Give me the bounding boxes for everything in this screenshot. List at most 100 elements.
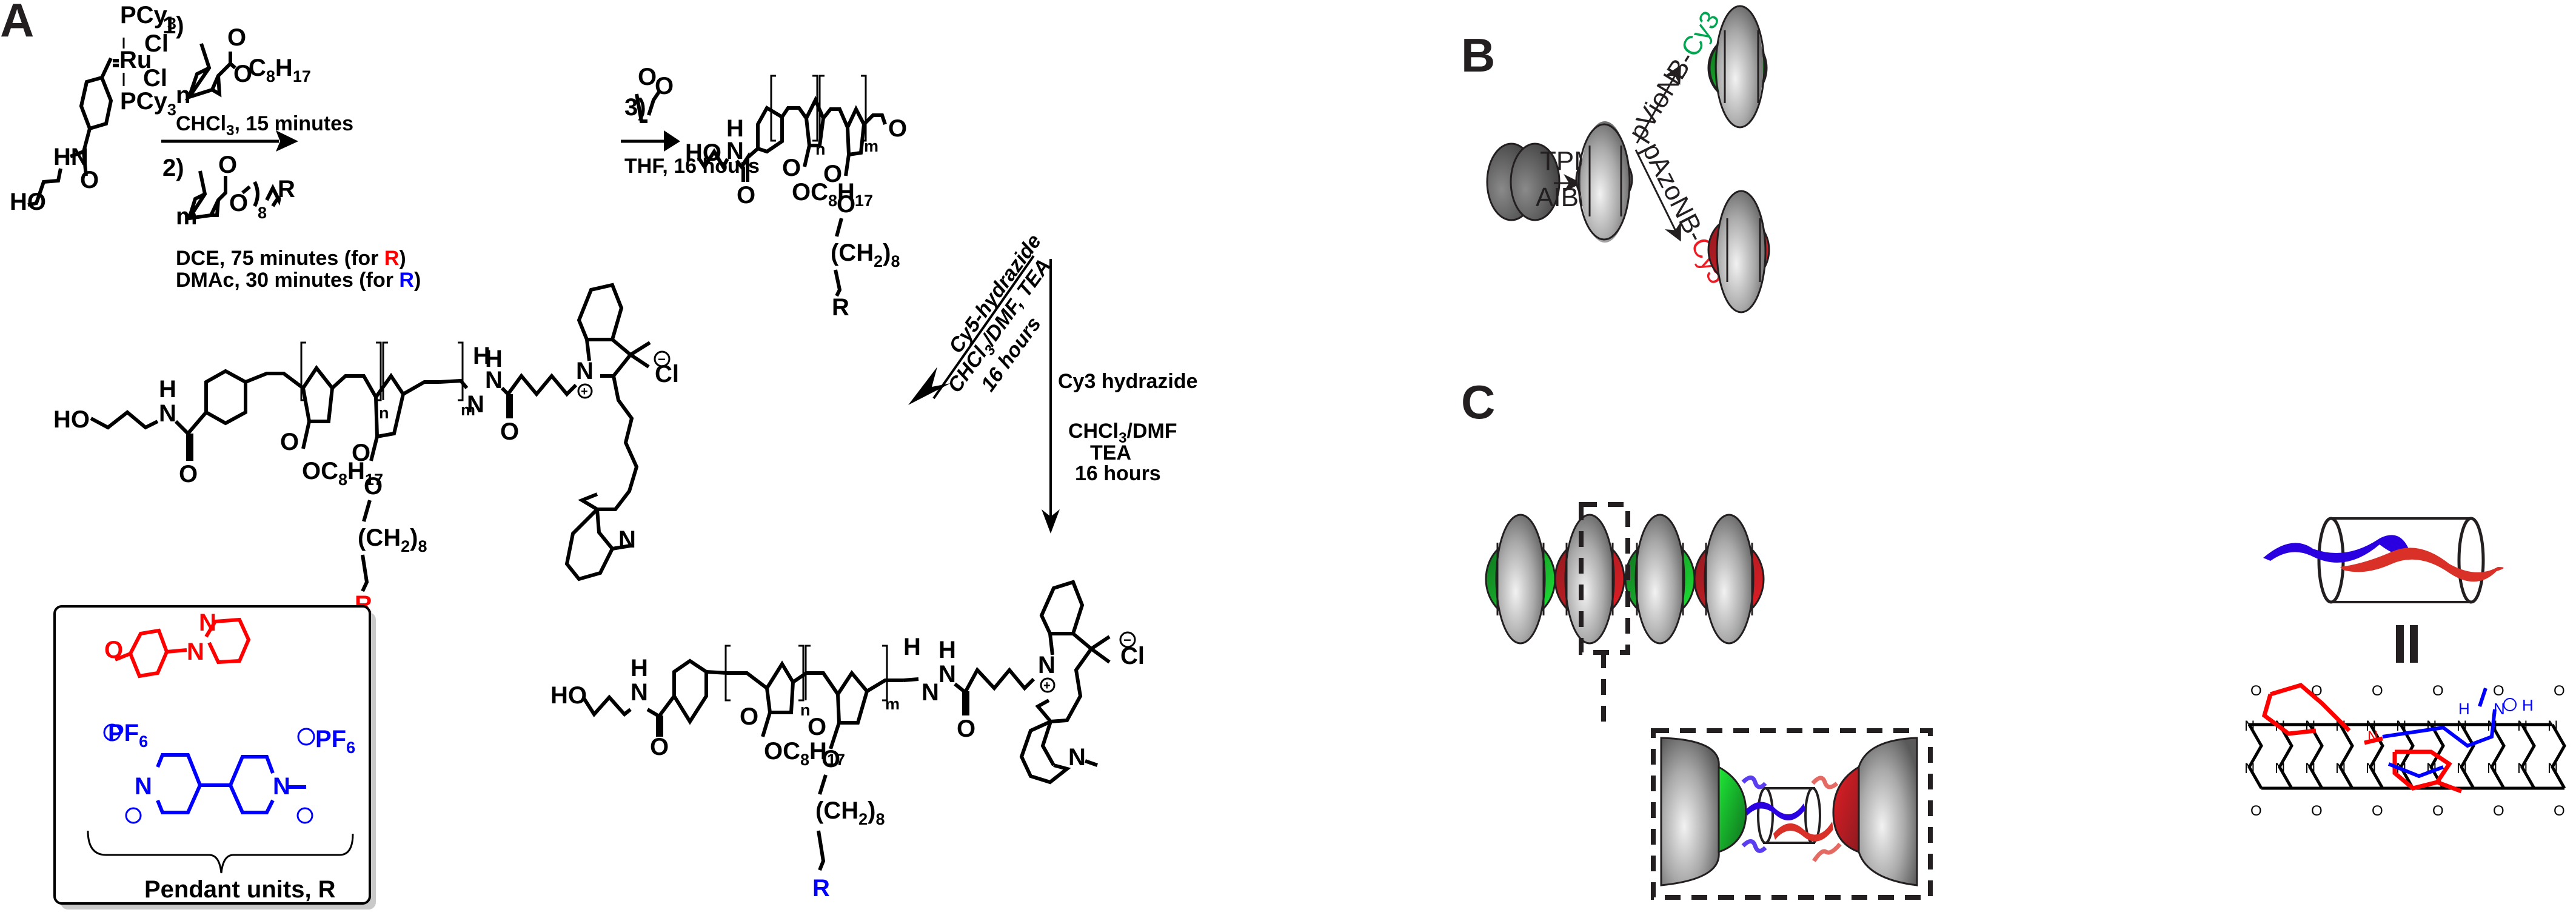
azobenzene-bonds: [114, 617, 251, 678]
ch2-8: (CH2)8: [358, 524, 427, 555]
cb8-atom-o: O: [2554, 803, 2565, 819]
minus-charge-icon: [103, 723, 121, 742]
amide-o: O: [80, 167, 99, 193]
cy5-n-methyl: N: [618, 526, 636, 553]
bond: [362, 500, 372, 522]
bond: [835, 218, 843, 237]
ch2-8: (CH2)8: [831, 240, 900, 270]
cb8-atom-n: N: [2275, 760, 2285, 777]
minus-sign: −: [1123, 632, 1131, 648]
step2-ester-o: O: [229, 190, 248, 216]
norbornene-2: [185, 170, 227, 221]
red-patch: [1832, 765, 1860, 854]
propyl: [90, 410, 159, 430]
ester-o-1: O: [740, 703, 758, 730]
red-tether: [1812, 842, 1842, 862]
viologen-atom-label: N: [2494, 700, 2505, 718]
step2-number: 2): [162, 155, 184, 181]
indolium-n: N: [576, 358, 594, 384]
cb8-atom-n: N: [2457, 718, 2467, 734]
ester-o-2: O: [808, 714, 826, 740]
pf6-left: PF6: [108, 720, 148, 751]
bond: [818, 774, 828, 795]
m-repeat: m: [176, 203, 198, 230]
chain-particle-green: [1485, 514, 1556, 645]
viologen-atom-label: H: [2522, 696, 2534, 714]
hn-label: HN: [53, 144, 89, 170]
propyl-chain: [27, 168, 62, 207]
cy3-solvent: CHCl3/DMF: [1068, 420, 1177, 446]
oc8h17: OC8H17: [764, 738, 845, 769]
pendant-units-box: O N N PF6 PF6 N N Pendant units, R: [53, 605, 376, 910]
indolium-n: N: [1038, 652, 1055, 678]
azobenzene-guest-overlay: [2261, 683, 2463, 794]
seed-dimer: [1486, 142, 1561, 221]
oc8h17: OC8H17: [792, 179, 873, 210]
blue-tether: [1741, 839, 1767, 853]
reaction-arrow-1: [161, 130, 298, 152]
product-r: R: [832, 294, 849, 321]
cy3-amide-o: O: [650, 734, 669, 760]
ring-opened-backbone: [706, 660, 903, 749]
alkyl-chain: [241, 181, 281, 207]
cy3-h: H: [631, 655, 648, 682]
red-guest-ribbon: [2340, 548, 2504, 582]
patchy-particle-red: [1707, 190, 1770, 313]
bond: [1085, 759, 1098, 767]
amide-link: [69, 81, 92, 176]
hydrazide-n: N: [938, 661, 956, 688]
step2-carbonyl-o: O: [218, 152, 237, 178]
ester-o-1: O: [280, 429, 299, 455]
particle-chain: [1485, 514, 1765, 645]
chain-o: O: [364, 473, 383, 500]
chain-subscript: 8: [258, 204, 267, 222]
cb8-atom-n: N: [2457, 760, 2467, 777]
ch2-8: (CH2)8: [815, 797, 885, 828]
particle-body: [1634, 514, 1685, 645]
cy5-polymer-product: HO H N O n m O OC8H17 O O (CH2)8 R H N H…: [53, 283, 679, 618]
benzamide: [646, 658, 708, 737]
pf6-right: PF6: [315, 726, 355, 757]
azo-n-2: N: [199, 609, 216, 636]
minus-charge-icon: [297, 728, 315, 746]
amide-o: O: [500, 418, 519, 445]
benzamide: [174, 369, 247, 461]
panel-label-b: B: [1461, 28, 1495, 82]
propyl: [697, 148, 729, 171]
viologen-n-2: N: [273, 773, 290, 800]
cy5-subscript-n: n: [379, 404, 389, 422]
step2-monomer: 2) O O 8 R m DCE, 75 minutes (for R) DMA…: [162, 152, 421, 292]
azo-n-1: N: [187, 638, 204, 665]
particle-body: [1704, 514, 1755, 645]
panel-b: B TPM AIBN pVioNB-Cy3: [1461, 5, 1770, 313]
cy3-n-methyl: N: [1068, 744, 1086, 771]
cy5-h: H: [159, 376, 176, 403]
cy5-n: N: [159, 400, 176, 427]
step2-conditions-red: DCE, 75 minutes (for R): [176, 247, 406, 270]
cl-atom-2: Cl: [143, 65, 167, 92]
imine-n: N: [922, 679, 939, 706]
cb8-atom-o: O: [2311, 803, 2323, 819]
viologen-n-1: N: [135, 773, 152, 800]
propyl: [581, 694, 632, 717]
viologen-guest-overlay: [2382, 688, 2497, 779]
cy3-ho: HO: [550, 682, 587, 709]
cb8-atom-o: O: [2493, 683, 2504, 699]
cy5-amide-o: O: [179, 461, 198, 487]
azo-n-label: N: [2367, 728, 2378, 745]
bond: [817, 830, 826, 871]
vc-o1: O: [638, 64, 657, 90]
pcy3-top: PCy3: [120, 2, 176, 33]
step1-number: 1): [162, 12, 184, 39]
ester-o-2: O: [823, 161, 842, 187]
plus-sign: +: [581, 385, 588, 398]
chain-particle-green: [1624, 514, 1696, 645]
step1-monomer: 1) O O C8H17 n CHCl3, 15 minutes: [162, 12, 353, 139]
oc8h17: OC8H17: [302, 458, 383, 489]
imine-h: H: [473, 343, 490, 369]
panel-label-a: A: [0, 0, 34, 47]
cb8-atom-n: N: [2396, 718, 2406, 734]
cy5-ho: HO: [53, 406, 90, 433]
hydrazide-n: N: [485, 367, 503, 394]
minus-sign: −: [658, 352, 666, 367]
